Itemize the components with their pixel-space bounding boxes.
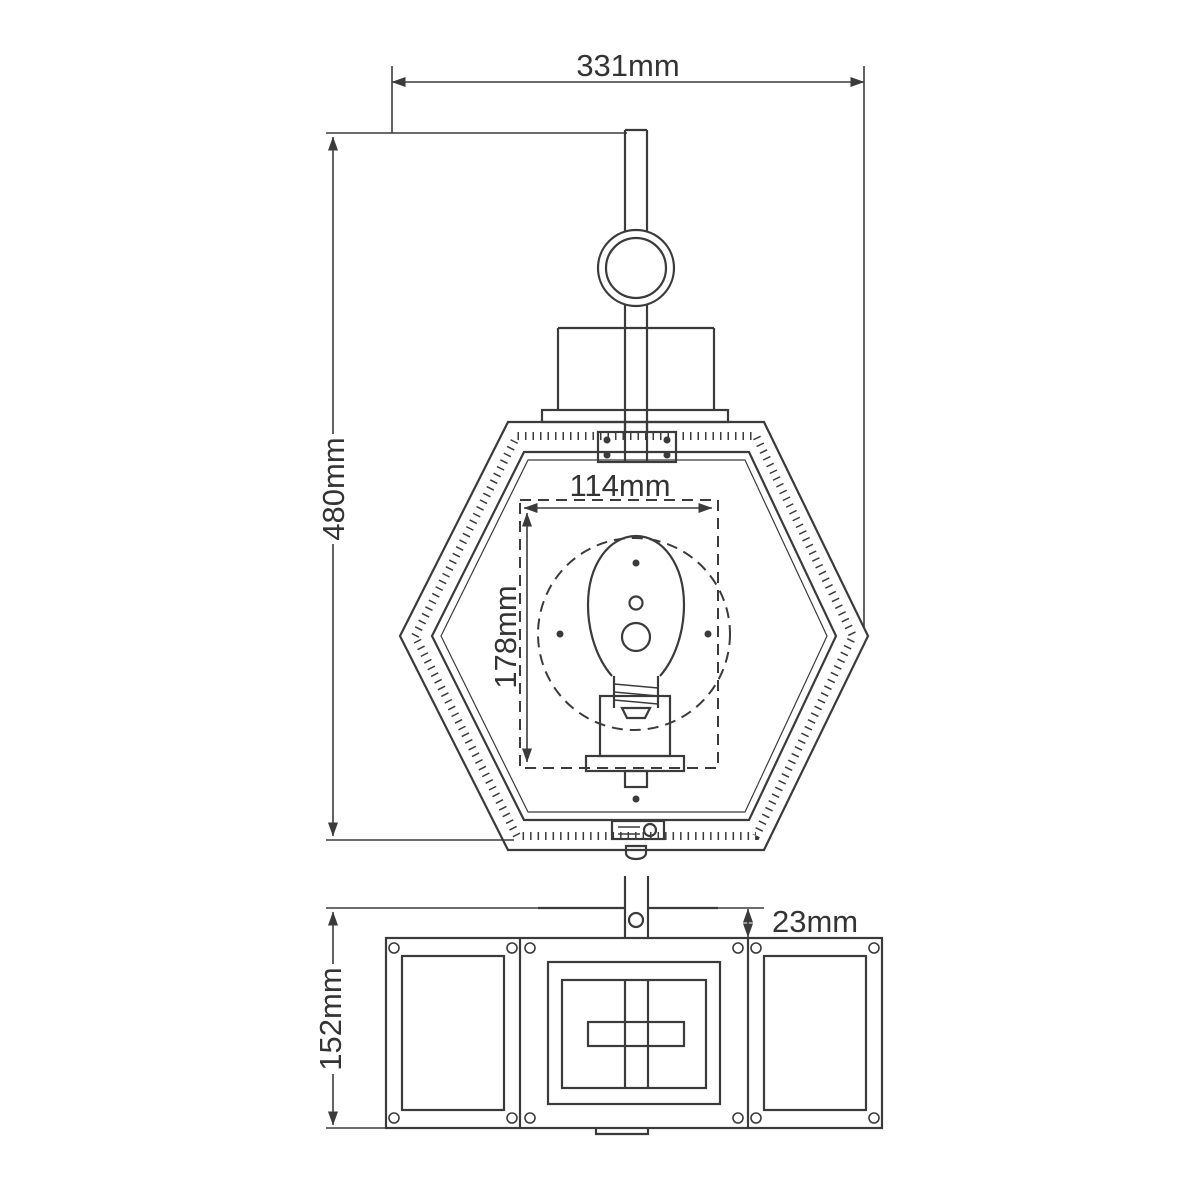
bulb-thread [613,683,659,689]
label-inner-height: 178mm [488,585,523,688]
plan-bottom-latch [594,1128,650,1136]
plan-arm [538,876,718,938]
bulb-thread [613,699,659,705]
dim-depth [326,907,538,1129]
hanging-ring [596,228,676,308]
lantern-cap [540,326,730,424]
bulb-clearance-outline [519,499,731,769]
drawing-lines [326,66,884,1136]
hexagon-frame [398,420,870,852]
bottom-view [384,876,884,1136]
dim-overall-width [391,66,865,628]
label-overall-width: 331mm [576,48,679,83]
top-bracket [596,422,678,464]
dimension-labels: 331mm 480mm 114mm 178mm 23mm 152mm [313,48,858,1071]
cross-bracket [586,1020,686,1048]
dimension-lines [326,66,865,1129]
mounting-stem [623,128,649,432]
finial-knob [624,844,648,861]
label-depth: 152mm [313,967,348,1070]
reference-dots [556,436,712,803]
bottom-latch [610,819,666,861]
dim-overall-height [326,132,627,841]
dim-arm-offset [718,907,764,938]
label-inner-width: 114mm [569,468,670,503]
socket-assembly [584,694,686,789]
front-view [398,128,870,861]
light-bulb [586,534,686,720]
plan-body [384,936,884,1136]
plan-screws [388,942,880,1124]
label-arm-offset: 23mm [772,904,858,939]
label-overall-height: 480mm [316,437,351,540]
